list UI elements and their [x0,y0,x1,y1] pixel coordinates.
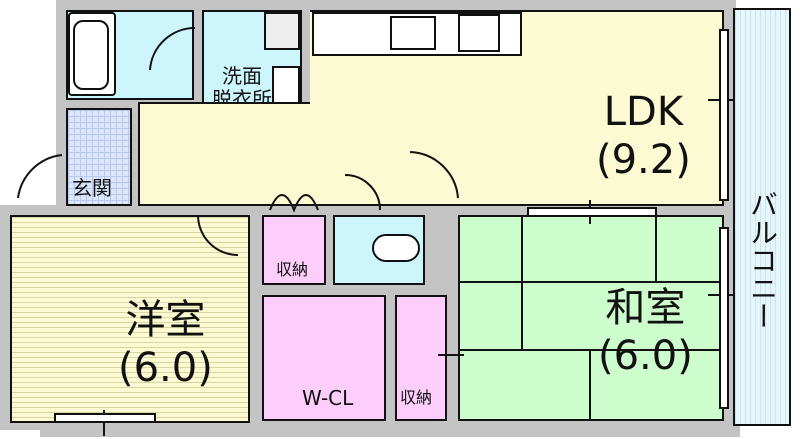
walk-in-closet [262,295,386,421]
walk-in-closet-label: W-CL [302,386,354,410]
storage-1-label: 収納 [276,260,309,279]
balcony [733,8,791,426]
western-room-label: 洋室(6.0) [118,297,213,391]
storage-2-label: 収納 [400,388,433,407]
ldk-label: LDK(9.2) [596,89,691,183]
japanese-room-label: 和室(6.0) [598,285,693,379]
bathtub-inner [73,20,109,90]
balcony-label: バルコニー [746,190,779,330]
outer-wall-south [40,425,740,437]
western-room [10,215,250,423]
storage-2 [395,295,447,421]
entrance [66,108,132,206]
stove-icon [458,14,500,52]
toilet-icon [372,234,420,262]
kitchen-sink-icon [390,16,436,50]
entrance-label: 玄関 [72,176,112,200]
storage-1 [262,215,326,285]
kitchen-counter [312,12,522,56]
washing-machine-icon [264,12,300,50]
